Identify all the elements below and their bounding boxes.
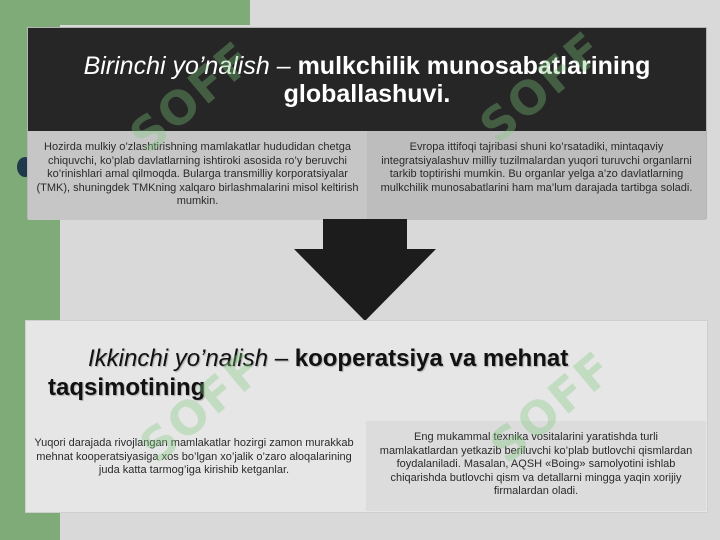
first-direction-right-text: Evropa ittifoqi tajribasi shuni ko’rsata… [367,131,706,220]
first-direction-panel: Birinchi yo’nalish – mulkchilik munosaba… [27,27,707,220]
second-direction-title-strong: kooperatsiya va mehnat taqsimotining [48,345,569,401]
first-direction-columns: Hozirda mulkiy o’zlashtirishning mamlaka… [28,131,706,220]
second-direction-left-text: Yuqori darajada rivojlangan mamlakatlar … [34,437,354,476]
down-arrow-icon [294,249,436,321]
second-direction-title: Ikkinchi yo’nalish – kooperatsiya va meh… [48,344,688,402]
down-arrow-shaft [323,219,407,249]
first-direction-left-text: Hozirda mulkiy o’zlashtirishning mamlaka… [28,131,367,220]
first-direction-title-strong: mulkchilik munosabatlarining globallashu… [283,51,651,108]
second-direction-panel: Ikkinchi yo’nalish – kooperatsiya va meh… [25,320,708,513]
first-direction-title-lead: Birinchi yo’nalish – [83,51,298,80]
second-direction-right-text: Eng mukammal texnika vositalarini yarati… [366,421,706,511]
second-direction-title-lead: Ikkinchi yo’nalish – [88,345,295,372]
top-accent-stripe [0,0,250,25]
first-direction-title: Birinchi yo’nalish – mulkchilik munosaba… [48,52,686,108]
first-direction-header: Birinchi yo’nalish – mulkchilik munosaba… [28,28,706,131]
